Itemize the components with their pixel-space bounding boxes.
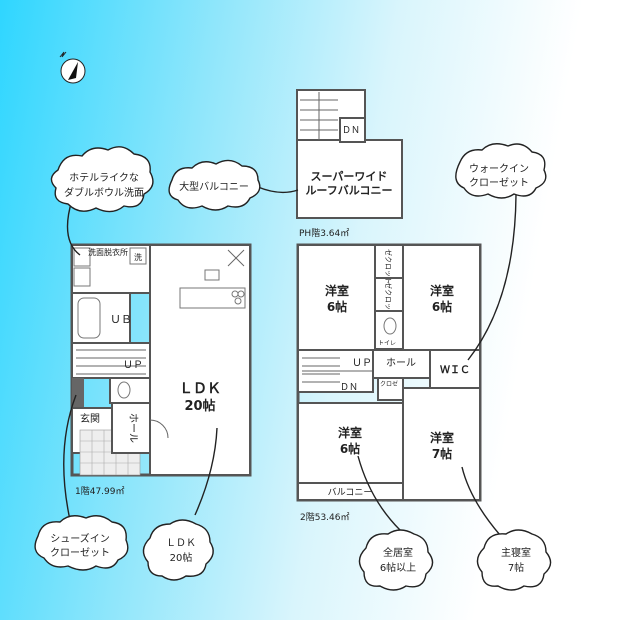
closet3-label: クロゼ — [380, 380, 398, 388]
floor2-balcony-label: バルコニー — [328, 487, 373, 498]
ph-dn-label: ＤＮ — [342, 126, 360, 136]
callout-shoes-line2: クローゼット — [50, 547, 110, 559]
room-w3-label: 洋室 — [338, 425, 362, 440]
rooftop-area-label: PH階3.64㎡ — [299, 228, 349, 239]
callout-hotel-washroom: ホテルライクな ダブルボウル洗面 — [50, 146, 154, 256]
callout-all-rooms-line2: 6帖以上 — [380, 561, 416, 574]
closet2-label: ゼクロット — [384, 282, 393, 317]
callout-hotel-line2: ダブルボウル洗面 — [64, 186, 144, 199]
callout-ldk: ＬＤＫ 20帖 — [142, 427, 218, 581]
callout-ldk-line1: ＬＤＫ — [166, 538, 196, 549]
wic-label: ＷＩＣ — [440, 364, 470, 376]
callout-big-balcony: 大型バルコニー — [168, 159, 299, 211]
floor2-dn-label: ＤＮ — [340, 383, 358, 393]
toilet-label: トイレ — [378, 340, 396, 347]
rooftop-floor: ＤＮ スーパーワイド ルーフバルコニー PH階3.64㎡ — [296, 89, 403, 239]
entrance-label: 玄関 — [80, 412, 100, 425]
floor1-hall-label: ホール — [127, 413, 139, 443]
ldk-size-label: 20帖 — [184, 398, 215, 414]
callout-shoes-line1: シューズイン — [50, 532, 110, 545]
callout-walkin-line1: ウォークイン — [469, 163, 529, 175]
master-label: 洋室 — [430, 430, 454, 445]
floor1-area-label: 1階47.99㎡ — [75, 486, 125, 497]
callout-hotel-line1: ホテルライクな — [69, 172, 139, 184]
floor2-hall-label: ホール — [386, 357, 416, 369]
roof-balcony-line2: ルーフバルコニー — [305, 184, 392, 197]
room-w1-label: 洋室 — [325, 283, 349, 298]
callout-all-rooms: 全居室 6帖以上 — [357, 455, 434, 591]
room-w2-label: 洋室 — [430, 283, 454, 298]
floor-1: 洗面脱衣所 洗 ＵＢ ＵＰ 玄関 — [70, 243, 252, 497]
floor2-area-label: 2階53.46㎡ — [300, 512, 350, 523]
callout-shoes-closet: シューズイン クローゼット — [34, 394, 129, 571]
closet1-label: ゼクロット — [384, 249, 393, 284]
room-w2-size: 6帖 — [432, 299, 452, 314]
floor2-up-label: ＵＰ — [352, 358, 372, 369]
ldk-label: ＬＤＫ — [179, 381, 221, 397]
floor-2: 洋室 6帖 ゼクロット ゼクロット トイレ 洋室 6帖 ＵＰ ＤＮ ホール クロ… — [296, 243, 482, 523]
room-w3-size: 6帖 — [340, 441, 360, 456]
north-arrow-icon — [59, 51, 86, 84]
washroom-label: 洗面脱衣所 — [88, 247, 128, 257]
roof-balcony-line1: スーパーワイド — [311, 170, 388, 183]
callout-walkin-line2: クローゼット — [469, 177, 529, 189]
callout-ldk-line2: 20帖 — [170, 551, 193, 564]
ub-label: ＵＢ — [110, 313, 132, 326]
callout-master-line1: 主寝室 — [501, 546, 531, 559]
room-w1-size: 6帖 — [327, 299, 347, 314]
callout-walkin-closet: ウォークイン クローゼット — [455, 143, 547, 361]
master-size: 7帖 — [432, 446, 452, 461]
callout-all-rooms-line1: 全居室 — [383, 546, 413, 559]
floor1-up-label: ＵＰ — [123, 360, 143, 371]
laundry-label: 洗 — [134, 252, 142, 262]
callout-master-line2: 7帖 — [508, 561, 524, 574]
callout-big-balcony-text: 大型バルコニー — [179, 180, 249, 193]
callout-master: 主寝室 7帖 — [461, 466, 552, 591]
